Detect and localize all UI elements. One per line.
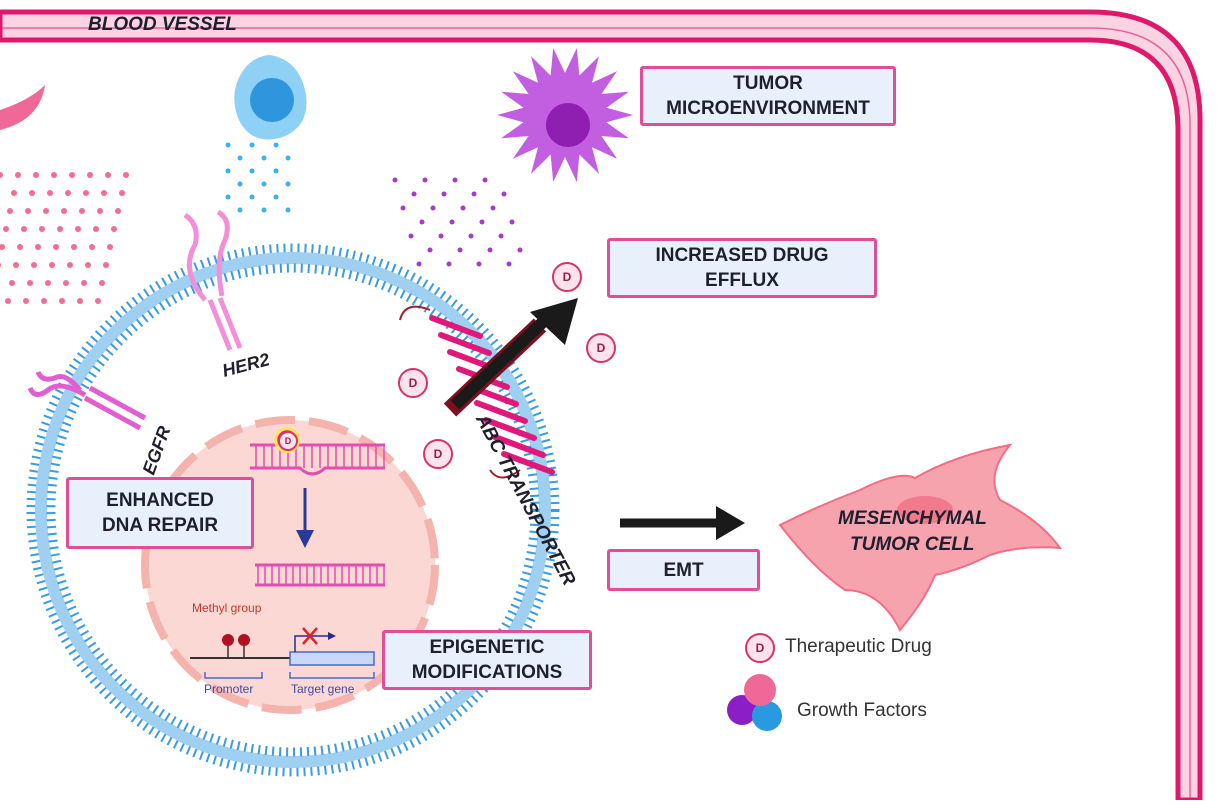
legend-therapeutic-drug: Therapeutic Drug: [785, 636, 932, 657]
mesenchymal-tumor-cell: [778, 443, 1063, 632]
her2-receptor: [183, 209, 243, 351]
emt-arrow: [620, 506, 745, 540]
emt-box: EMT: [607, 549, 760, 591]
enhanced-dna-repair-line2: DNA REPAIR: [101, 515, 219, 536]
methyl-group-label: Methyl group: [192, 601, 262, 615]
promoter-label: Promoter: [204, 682, 254, 696]
blood-vessel-label: BLOOD VESSEL: [88, 14, 237, 35]
growth-factors-icon: [727, 674, 782, 731]
increased-drug-efflux-line1: INCREASED DRUG: [655, 245, 829, 266]
drug-marker-in-dna: D: [278, 431, 298, 451]
legend-growth-factors: Growth Factors: [797, 700, 927, 721]
growth-factor-particles-purple: [392, 177, 523, 267]
microenvironment-cell: [497, 48, 633, 182]
tumor-microenvironment-box: TUMOR MICROENVIRONMENT: [640, 66, 896, 126]
cell-membrane: [26, 243, 560, 777]
enhanced-dna-repair-line1: ENHANCED: [106, 490, 214, 511]
increased-drug-efflux-line2: EFFLUX: [705, 270, 779, 291]
growth-factor-particles-pink: [0, 172, 129, 304]
epigenetic-modifications-box: EPIGENETIC MODIFICATIONS: [382, 630, 592, 690]
target-gene-label: Target gene: [291, 682, 355, 696]
egfr-receptor: [27, 370, 147, 431]
abc-transporter: [399, 305, 555, 479]
drug-marker: D: [423, 439, 453, 469]
increased-drug-efflux-box: INCREASED DRUG EFFLUX: [607, 238, 877, 298]
red-blood-cell: [0, 85, 45, 130]
growth-factor-particles-blue: [225, 142, 291, 213]
emt-label: EMT: [663, 559, 704, 581]
mesenchymal-label-line2: TUMOR CELL: [850, 534, 975, 555]
tumor-microenvironment-line1: TUMOR: [733, 73, 803, 94]
drug-marker: D: [552, 262, 582, 292]
mesenchymal-label-line1: MESENCHYMAL: [838, 508, 987, 529]
drug-marker: D: [586, 333, 616, 363]
drug-marker: D: [398, 368, 428, 398]
legend-drug-icon: D: [745, 633, 775, 663]
epigenetics-graphic: [190, 627, 375, 679]
enhanced-dna-repair-box: ENHANCED DNA REPAIR: [66, 477, 254, 549]
epigenetic-modifications-line1: EPIGENETIC: [429, 637, 545, 658]
drug-efflux-arrow: [443, 298, 578, 417]
immune-cell: [234, 55, 307, 140]
tumor-microenvironment-line2: MICROENVIRONMENT: [666, 98, 870, 119]
epigenetic-modifications-line2: MODIFICATIONS: [411, 662, 563, 683]
